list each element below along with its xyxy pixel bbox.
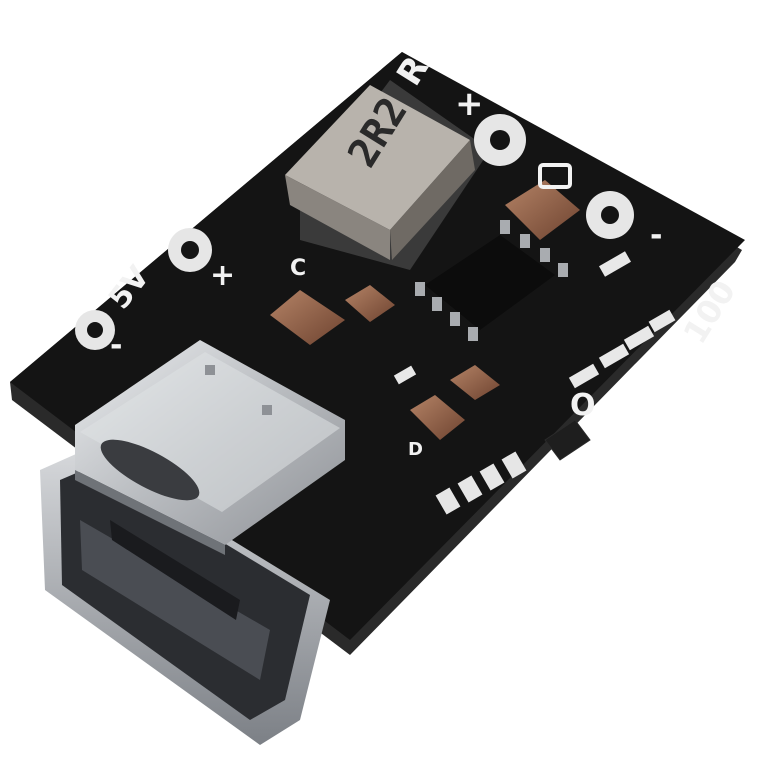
- ic-chip: [415, 220, 568, 341]
- label-d: D: [408, 439, 423, 460]
- label-minus-left: -: [110, 328, 122, 363]
- label-o: O: [570, 388, 596, 423]
- pcb-notch: [544, 419, 591, 461]
- inductor: 2R2: [285, 80, 490, 270]
- capacitor: [270, 180, 580, 440]
- label-plus-left: +: [210, 258, 235, 293]
- usb-c-port: [75, 340, 345, 555]
- smd-resistors: [393, 251, 676, 389]
- usb-a-port: [40, 450, 330, 745]
- label-plus-right: +: [455, 84, 484, 124]
- solder-pads: [75, 114, 634, 350]
- label-c: C: [290, 256, 306, 281]
- label-minus-right: -: [650, 218, 662, 253]
- silkscreen-blocks: [435, 451, 527, 515]
